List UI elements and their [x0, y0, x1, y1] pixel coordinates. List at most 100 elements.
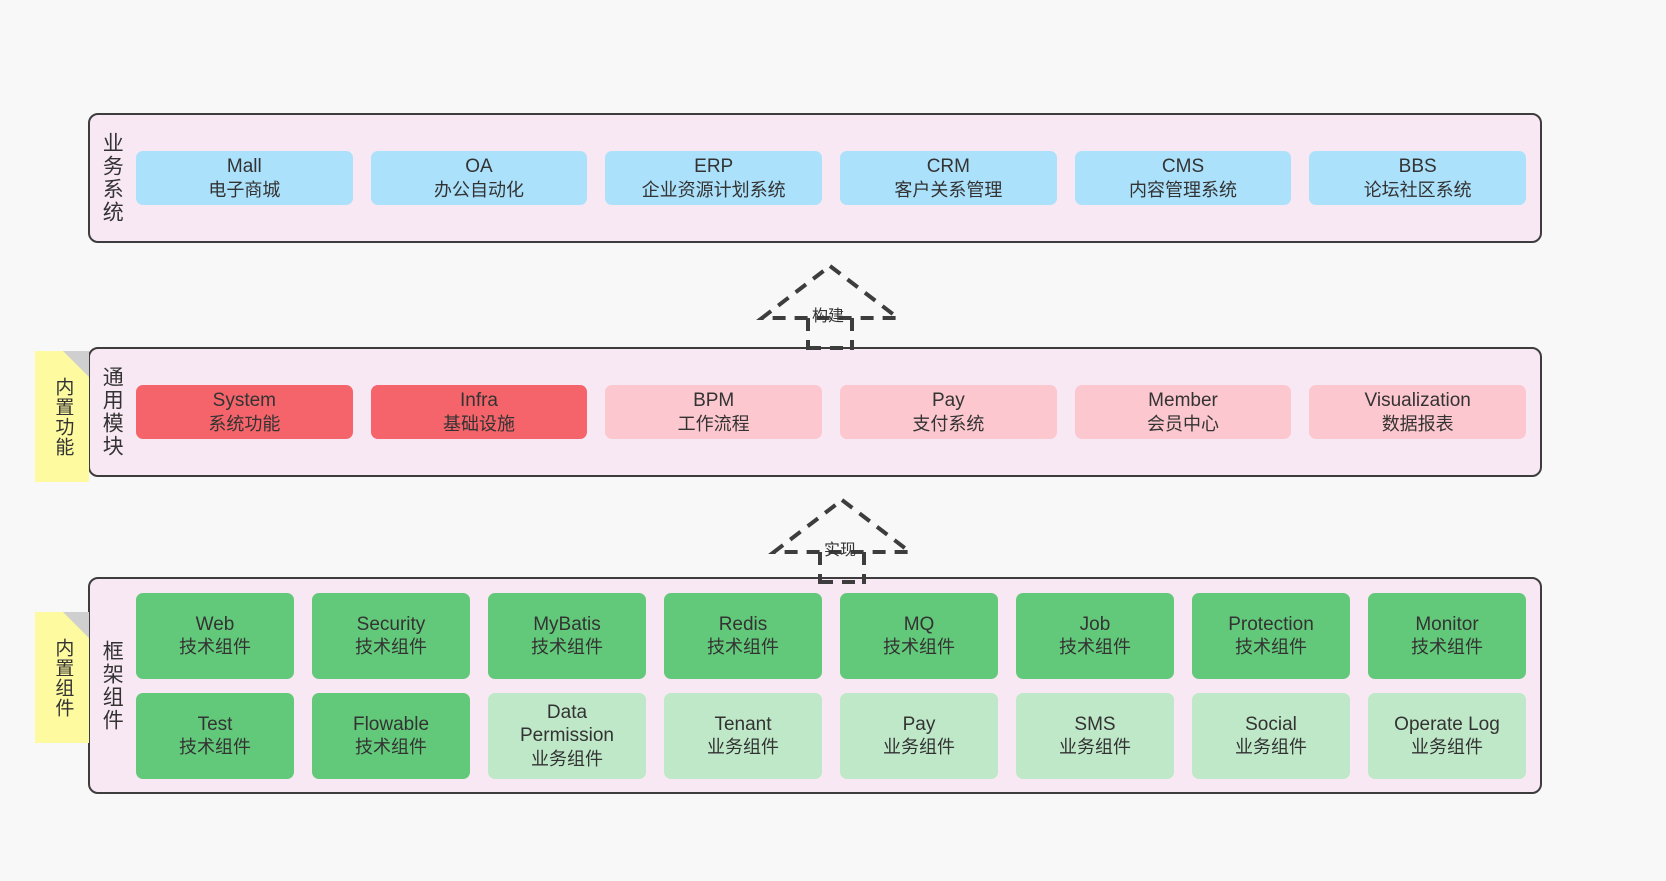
- card-title-en: Protection: [1228, 613, 1314, 635]
- connector-label-build: 构建: [812, 308, 845, 325]
- card-title-en: OA: [465, 156, 493, 178]
- layer-title-framework: 框架组件: [100, 639, 124, 732]
- card-job[interactable]: Job 技术组件: [1016, 592, 1174, 679]
- card-title-en: MyBatis: [533, 613, 601, 635]
- card-mybatis[interactable]: MyBatis 技术组件: [488, 592, 646, 679]
- card-title-en: Social: [1245, 713, 1297, 735]
- layer-body-business: Mall 电子商城 OA 办公自动化 ERP 企业资源计划系统 CRM 客户关系…: [132, 115, 1540, 241]
- connector-build: 构建: [756, 262, 904, 350]
- sticky-note-builtin-components: 内置组件: [35, 612, 89, 743]
- card-title-en: System: [212, 390, 277, 412]
- card-title-en: ERP: [694, 156, 734, 178]
- card-title-cn: 论坛社区系统: [1363, 179, 1472, 200]
- card-title-cn: 会员中心: [1147, 413, 1220, 434]
- card-pay-component[interactable]: Pay 业务组件: [840, 692, 998, 779]
- card-mq[interactable]: MQ 技术组件: [840, 592, 998, 679]
- card-oa[interactable]: OA 办公自动化: [370, 151, 588, 205]
- card-operate-log[interactable]: Operate Log 业务组件: [1368, 692, 1526, 779]
- card-protection[interactable]: Protection 技术组件: [1192, 592, 1350, 679]
- card-title-cn: 业务组件: [707, 737, 779, 758]
- card-title-cn: 业务组件: [1235, 737, 1307, 758]
- card-title-en: Data Permission: [520, 701, 614, 747]
- card-row: Mall 电子商城 OA 办公自动化 ERP 企业资源计划系统 CRM 客户关系…: [136, 151, 1527, 205]
- card-title-en: Tenant: [714, 713, 772, 735]
- card-mall[interactable]: Mall 电子商城: [136, 151, 353, 205]
- card-web[interactable]: Web 技术组件: [136, 592, 294, 679]
- card-title-en: BBS: [1398, 156, 1437, 178]
- card-title-en: Job: [1079, 613, 1111, 635]
- card-pay[interactable]: Pay 支付系统: [840, 385, 1057, 439]
- card-title-en: SMS: [1074, 713, 1116, 735]
- card-title-cn: 企业资源计划系统: [641, 179, 786, 200]
- card-social[interactable]: Social 业务组件: [1192, 692, 1350, 779]
- card-title-cn: 技术组件: [1235, 637, 1307, 658]
- card-title-cn: 技术组件: [1411, 637, 1483, 658]
- layer-common-modules: 通用模块 System 系统功能 Infra 基础设施 BPM 工作流程 Pay…: [88, 347, 1542, 477]
- sticky-note-builtin-features: 内置功能: [35, 351, 89, 482]
- card-title-en: Monitor: [1415, 613, 1479, 635]
- card-title-en: CRM: [926, 156, 970, 178]
- card-system[interactable]: System 系统功能: [136, 385, 353, 439]
- card-title-en: Mall: [226, 156, 262, 178]
- layer-title-business: 业务系统: [100, 132, 124, 224]
- card-title-en: Flowable: [352, 713, 430, 735]
- layer-framework-components: 框架组件 Web 技术组件 Security 技术组件 MyBatis 技术组件…: [88, 577, 1542, 794]
- card-title-en: Pay: [902, 713, 936, 735]
- card-row: System 系统功能 Infra 基础设施 BPM 工作流程 Pay 支付系统…: [136, 385, 1527, 439]
- card-title-cn: 系统功能: [208, 413, 281, 434]
- card-title-cn: 业务组件: [531, 748, 603, 769]
- card-title-cn: 技术组件: [179, 737, 251, 758]
- card-title-cn: 技术组件: [1059, 637, 1131, 658]
- card-test[interactable]: Test 技术组件: [136, 692, 294, 779]
- card-title-cn: 技术组件: [355, 737, 427, 758]
- card-bbs[interactable]: BBS 论坛社区系统: [1309, 151, 1527, 205]
- card-flowable[interactable]: Flowable 技术组件: [312, 692, 470, 779]
- sticky-note-label: 内置功能: [52, 376, 74, 457]
- card-title-en: Redis: [718, 613, 768, 635]
- dashed-generalization-arrow-icon: [768, 497, 916, 584]
- layer-body-modules: System 系统功能 Infra 基础设施 BPM 工作流程 Pay 支付系统…: [132, 349, 1540, 475]
- card-title-cn: 基础设施: [443, 413, 515, 434]
- card-title-en: MQ: [903, 613, 935, 635]
- card-cms[interactable]: CMS 内容管理系统: [1074, 151, 1292, 205]
- card-title-cn: 业务组件: [1059, 737, 1131, 758]
- layer-title-modules: 通用模块: [100, 366, 124, 458]
- card-title-cn: 工作流程: [677, 413, 750, 434]
- card-data-permission[interactable]: Data Permission 业务组件: [488, 692, 646, 779]
- card-monitor[interactable]: Monitor 技术组件: [1368, 592, 1526, 679]
- card-sms[interactable]: SMS 业务组件: [1016, 692, 1174, 779]
- card-title-en: CMS: [1161, 156, 1205, 178]
- card-title-en: Infra: [459, 390, 499, 412]
- card-row: Test 技术组件 Flowable 技术组件 Data Permission …: [136, 692, 1526, 779]
- card-title-en: Visualization: [1364, 390, 1471, 412]
- card-title-cn: 数据报表: [1381, 413, 1454, 434]
- card-title-cn: 电子商城: [208, 179, 281, 200]
- card-title-cn: 技术组件: [179, 637, 251, 658]
- card-title-cn: 业务组件: [1411, 737, 1483, 758]
- card-member[interactable]: Member 会员中心: [1074, 385, 1292, 439]
- card-title-en: Operate Log: [1394, 713, 1500, 735]
- card-redis[interactable]: Redis 技术组件: [664, 592, 822, 679]
- layer-business-system: 业务系统 Mall 电子商城 OA 办公自动化 ERP 企业资源计划系统 CRM…: [88, 113, 1542, 243]
- card-title-cn: 客户关系管理: [894, 179, 1003, 200]
- connector-implement: 实现: [768, 496, 916, 584]
- layer-body-framework: Web 技术组件 Security 技术组件 MyBatis 技术组件 Redi…: [132, 579, 1540, 792]
- card-title-en: Member: [1148, 390, 1218, 412]
- card-title-en: Pay: [931, 390, 965, 412]
- card-title-cn: 技术组件: [707, 637, 779, 658]
- card-title-en: Security: [356, 613, 426, 635]
- card-title-cn: 技术组件: [355, 637, 427, 658]
- card-erp[interactable]: ERP 企业资源计划系统: [605, 151, 823, 205]
- connector-label-implement: 实现: [824, 542, 857, 559]
- card-title-en: BPM: [693, 390, 735, 412]
- card-security[interactable]: Security 技术组件: [312, 592, 470, 679]
- card-title-cn: 内容管理系统: [1129, 179, 1238, 200]
- card-infra[interactable]: Infra 基础设施: [370, 385, 588, 439]
- card-tenant[interactable]: Tenant 业务组件: [664, 692, 822, 779]
- card-title-cn: 技术组件: [883, 637, 955, 658]
- card-crm[interactable]: CRM 客户关系管理: [840, 151, 1057, 205]
- card-title-cn: 业务组件: [883, 737, 955, 758]
- card-bpm[interactable]: BPM 工作流程: [605, 385, 823, 439]
- card-visualization[interactable]: Visualization 数据报表: [1309, 385, 1527, 439]
